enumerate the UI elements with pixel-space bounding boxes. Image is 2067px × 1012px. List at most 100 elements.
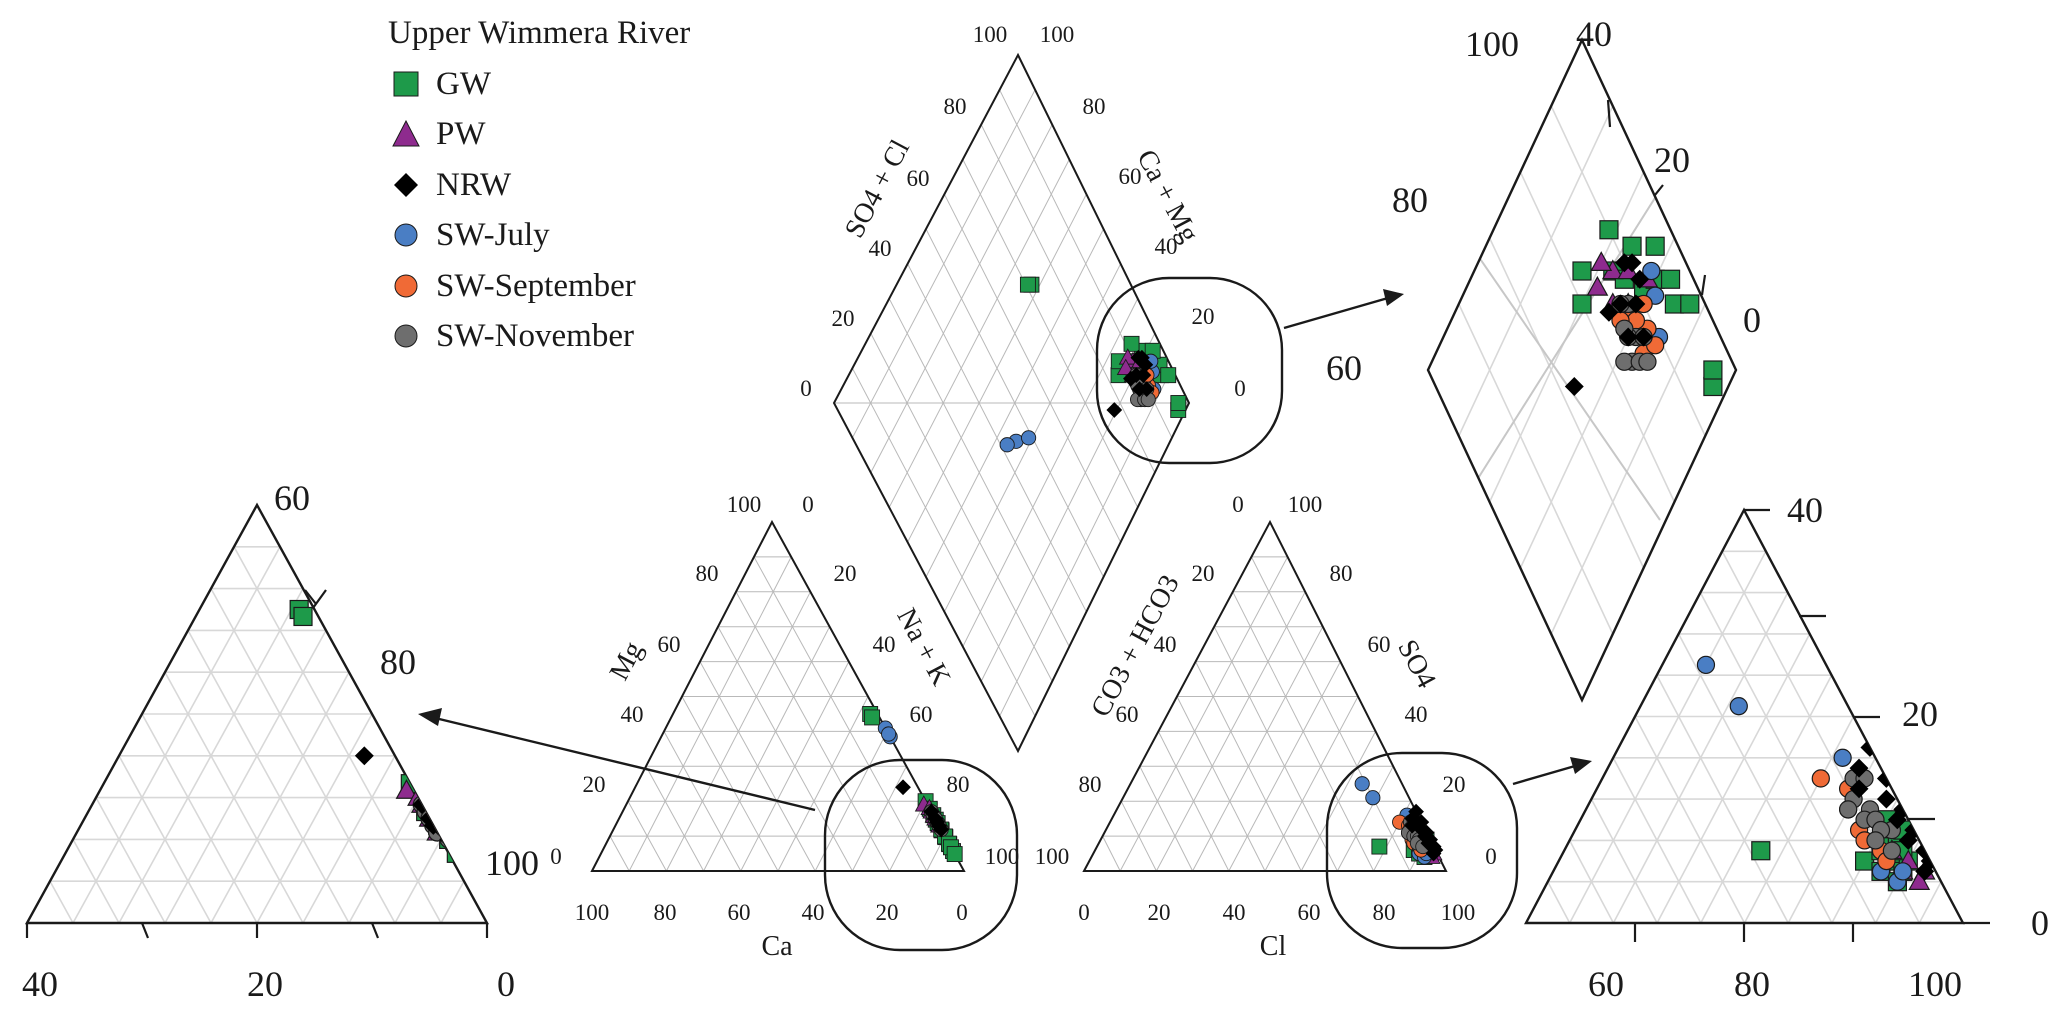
cation-left-axis-label: Mg xyxy=(604,637,650,686)
grid-line xyxy=(1213,626,1338,872)
data-point-nrw xyxy=(1887,810,1907,830)
zoom-diamond-tick xyxy=(1654,184,1664,196)
anion-data-points xyxy=(1354,776,1444,865)
anion-triangle-grid xyxy=(1102,556,1429,872)
grid-line xyxy=(233,546,442,923)
diamond-zoom-arrow-head xyxy=(1383,289,1404,306)
data-point-sw-july xyxy=(1335,460,1352,477)
data-point-nrw xyxy=(1849,758,1869,778)
zoom-diamond-outline xyxy=(1426,37,1738,703)
tick-label: 40 xyxy=(1154,632,1177,657)
zoom-anion-grid xyxy=(1547,550,1942,923)
tick-label: 80 xyxy=(947,772,970,797)
zoom-anion-data-points xyxy=(1696,655,1940,892)
zoom-diamond-data-points xyxy=(1335,220,1723,477)
data-point-nrw xyxy=(1849,779,1869,799)
tick-label: 20 xyxy=(1443,772,1466,797)
zoom-anion-tick-labels: 40 20 0 60 80 100 xyxy=(1588,490,2049,1004)
tick-label: 0 xyxy=(802,492,814,517)
legend-item-gw: GW xyxy=(388,59,690,110)
tick-label: 100 xyxy=(1465,24,1519,64)
data-point-gw xyxy=(864,709,881,726)
data-point-gw xyxy=(293,606,313,627)
data-point-gw xyxy=(454,829,474,850)
cation-zoom-arrow-head xyxy=(418,708,442,726)
data-point-nrw xyxy=(1425,845,1442,862)
tick-label: 80 xyxy=(944,94,967,119)
grid-line xyxy=(717,626,853,872)
data-point-sw-november xyxy=(439,830,458,849)
grid-line xyxy=(95,797,166,923)
tick-label: 60 xyxy=(728,900,751,925)
data-point-sw-november xyxy=(1615,352,1634,371)
grid-line xyxy=(164,630,327,923)
tick-label: 100 xyxy=(575,900,610,925)
tick-label: 60 xyxy=(1368,632,1391,657)
grid-line xyxy=(1743,716,1855,923)
data-point-nrw xyxy=(1134,349,1150,366)
anion-triangle xyxy=(1082,519,1448,872)
data-point-sw-november xyxy=(1882,841,1902,860)
grid-line xyxy=(1119,556,1289,872)
data-point-sw-july xyxy=(1354,452,1371,469)
grid-line xyxy=(1336,766,1394,872)
data-point-sw-july xyxy=(1696,655,1716,675)
grid-line xyxy=(49,880,74,923)
legend-label: PW xyxy=(436,116,486,152)
tick-label: 80 xyxy=(1330,561,1353,586)
data-point-gw xyxy=(1703,376,1723,397)
legend-item-sw-september: SW-September xyxy=(388,261,690,312)
tick-label: 40 xyxy=(1787,490,1823,530)
data-point-sw-july xyxy=(999,437,1015,453)
data-point-gw xyxy=(946,846,963,863)
data-point-sw-july xyxy=(1354,776,1370,792)
grid-line xyxy=(348,797,419,923)
tick-label: 20 xyxy=(876,900,899,925)
grid-line xyxy=(735,591,891,872)
legend-marker-circle xyxy=(394,324,418,348)
tick-label: 40 xyxy=(1155,234,1178,259)
zoom-diamond-tick xyxy=(1606,99,1612,128)
data-point-nrw xyxy=(1920,851,1940,871)
tick-label: 40 xyxy=(1576,14,1612,54)
tick-label: 0 xyxy=(1078,900,1090,925)
grid-line xyxy=(141,713,258,923)
data-point-gw xyxy=(435,808,455,829)
grid-line xyxy=(645,766,705,872)
grid-line xyxy=(1568,550,1767,923)
tick-label: 80 xyxy=(696,561,719,586)
grid-line xyxy=(1488,237,1645,569)
grid-line xyxy=(1699,592,1877,923)
data-point-nrw xyxy=(1106,402,1123,418)
data-point-sw-july xyxy=(1642,261,1661,281)
tick-label: 20 xyxy=(247,964,283,1004)
tick-label: 20 xyxy=(583,772,606,797)
legend-marker-diamond xyxy=(394,172,418,197)
grid-line xyxy=(1612,592,1789,923)
grid-line xyxy=(1677,633,1833,923)
data-point-gw xyxy=(1645,236,1665,256)
tick-label: 0 xyxy=(1234,376,1246,401)
tick-label: 100 xyxy=(1035,844,1070,869)
data-point-gw xyxy=(1371,838,1388,855)
zoom-cation-tick xyxy=(140,922,150,939)
tick-label: 100 xyxy=(485,843,539,883)
data-point-sw-july xyxy=(1021,430,1037,446)
grid-line xyxy=(609,835,630,872)
grid-line xyxy=(1547,881,1571,923)
data-point-pw xyxy=(1908,870,1931,890)
tick-label: 40 xyxy=(1223,900,1246,925)
zoom-diamond-grid xyxy=(1458,105,1706,635)
tick-label: 0 xyxy=(1743,300,1761,340)
diamond-axis-labels: SO4 + Cl Ca + Mg xyxy=(839,135,1205,248)
tick-label: 0 xyxy=(550,844,562,869)
diamond-tick-labels: 0 20 40 60 80 100 100 80 60 40 20 0 xyxy=(800,22,1246,401)
cation-triangle-grid xyxy=(609,556,946,872)
data-point-nrw xyxy=(933,821,950,838)
grid-line xyxy=(681,696,779,872)
cation-bottom-axis-label: Ca xyxy=(761,931,793,962)
anion-triangle-outline xyxy=(1082,519,1448,872)
data-point-nrw xyxy=(1626,294,1646,314)
data-point-gw xyxy=(439,815,459,836)
